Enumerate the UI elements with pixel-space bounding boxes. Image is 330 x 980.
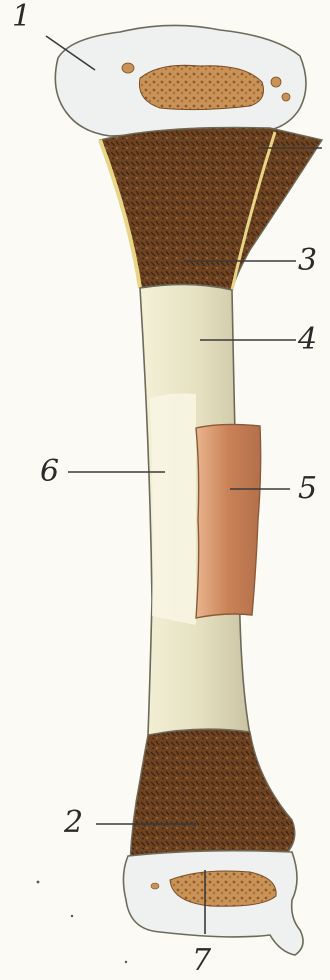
marrow-dot [271, 77, 281, 87]
periosteum-flap [196, 424, 261, 618]
stray-dot [125, 961, 127, 963]
label-1: 1 [12, 2, 31, 32]
marrow-dot [151, 883, 159, 889]
label-2: 2 [64, 808, 83, 838]
compact-bone-cut [150, 394, 196, 626]
stray-dot [71, 915, 73, 917]
marrow-dot [122, 63, 134, 73]
label-3: 3 [298, 246, 317, 276]
label-5: 5 [298, 474, 317, 504]
lower-metaphysis [130, 729, 295, 862]
upper-metaphysis [100, 128, 322, 291]
label-6: 6 [40, 457, 59, 487]
stray-dot [37, 881, 40, 884]
marrow-dot [282, 93, 290, 101]
label-4: 4 [298, 325, 317, 355]
label-7: 7 [192, 946, 211, 976]
upper-marrow-spot [139, 65, 263, 109]
